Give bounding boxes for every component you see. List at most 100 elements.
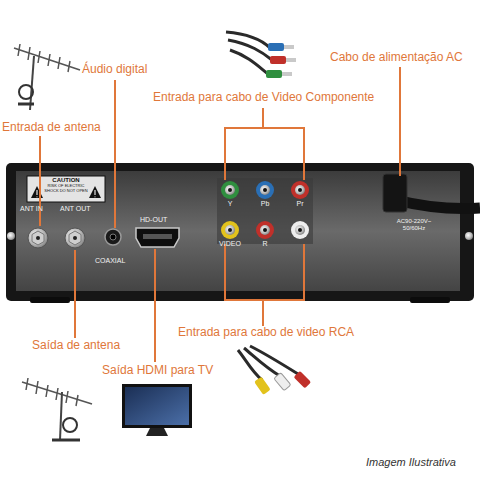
antenna-elements xyxy=(18,44,70,72)
rating-label: AC90-220V~ 50/60Hz xyxy=(388,218,440,232)
cable xyxy=(230,50,268,74)
callout-label: Saída de antena xyxy=(32,339,120,353)
rca-plug-tip xyxy=(282,72,292,76)
jack-hole xyxy=(298,228,302,232)
antenna-base xyxy=(52,439,80,442)
port-label: R xyxy=(250,240,280,248)
leader-line xyxy=(114,80,116,228)
bracket xyxy=(225,108,304,180)
screw xyxy=(465,232,473,240)
jack-hole xyxy=(298,188,302,192)
port-label: Y xyxy=(215,200,245,208)
jack-plate xyxy=(217,178,313,244)
callout-label: Entrada para cabo de video RCA xyxy=(178,326,354,340)
antenna-icon xyxy=(14,44,80,110)
cable xyxy=(228,40,272,60)
tv-screen xyxy=(125,387,189,425)
tv-stand xyxy=(146,428,168,436)
hdmi-port xyxy=(136,228,179,247)
jack-core xyxy=(260,185,270,195)
f-connector xyxy=(28,228,48,248)
f-connector-pin xyxy=(73,236,77,240)
rca-jack xyxy=(221,181,309,239)
jack-hole xyxy=(228,228,232,232)
component-cables xyxy=(226,32,272,74)
antenna-icon xyxy=(22,378,92,440)
antenna-mast xyxy=(60,392,62,440)
rca-plug-red xyxy=(294,371,312,389)
rca-cables xyxy=(238,346,298,380)
jack-ring-red xyxy=(256,221,274,239)
callout-label: Entrada para cabo de Video Componente xyxy=(153,91,374,105)
f-connector-pin xyxy=(36,236,40,240)
warning-text: CAUTION xyxy=(29,177,103,184)
jack-core xyxy=(225,185,235,195)
callout-label: Entrada de antena xyxy=(2,121,101,135)
rca-plug-yellow xyxy=(254,377,271,395)
foot xyxy=(30,297,70,303)
rca-plug-blue xyxy=(268,43,284,51)
box-body xyxy=(6,163,474,301)
tv-frame xyxy=(122,384,192,428)
antenna-loop xyxy=(19,85,33,99)
jack-ring-white xyxy=(291,221,309,239)
antenna-mast xyxy=(30,56,34,110)
port-label: VIDEO xyxy=(212,240,248,248)
jack-core xyxy=(295,185,305,195)
jack-ring-green xyxy=(221,181,239,199)
antenna-boom xyxy=(14,48,80,70)
rca-plug-white xyxy=(274,373,291,391)
antenna-elements xyxy=(26,378,78,406)
power-cable xyxy=(396,200,480,209)
leader-line xyxy=(399,67,401,176)
rca-plug-tip xyxy=(284,45,294,49)
power-cord-strain-relief xyxy=(383,174,407,212)
port-label: ANT OUT xyxy=(60,205,91,213)
jack-core xyxy=(260,225,270,235)
callout-label: Saída HDMI para TV xyxy=(102,364,213,378)
cable xyxy=(250,346,298,374)
hdmi-slot xyxy=(143,234,172,239)
coaxial-jack xyxy=(105,229,121,245)
f-connector-nut xyxy=(32,231,44,245)
warning-mark xyxy=(36,190,37,197)
warning-triangle xyxy=(89,186,101,198)
jack-hole xyxy=(263,228,267,232)
antenna-base xyxy=(18,103,34,106)
leader-line xyxy=(154,249,156,362)
leader-lines xyxy=(40,67,400,362)
screw xyxy=(7,232,15,240)
callout-label: Cabo de alimentação AC xyxy=(330,51,463,65)
watermark-note: Imagem Ilustrativa xyxy=(366,456,456,469)
antenna-loop xyxy=(63,418,77,432)
f-connector-nut xyxy=(69,231,81,245)
bracket xyxy=(225,244,304,326)
rca-plug-green xyxy=(266,70,282,78)
jack-core xyxy=(225,225,235,235)
leader-line xyxy=(74,250,76,338)
leader-line xyxy=(39,136,41,226)
rca-plug-red xyxy=(270,56,286,64)
port-label: Pb xyxy=(250,200,280,208)
callout-label: Áudio digital xyxy=(82,63,147,77)
rca-plug-tip xyxy=(286,58,296,62)
port-label: Pr xyxy=(285,200,315,208)
jack-ring-blue xyxy=(256,181,274,199)
port-label: HD-OUT xyxy=(140,216,167,224)
foot xyxy=(410,297,450,303)
jack-hole xyxy=(263,188,267,192)
f-connector xyxy=(65,228,85,248)
port-label: ANT IN xyxy=(20,205,43,213)
warning-text: RISK OF ELECTRIC SHOCK DO NOT OPEN xyxy=(44,184,88,193)
caution-sticker xyxy=(27,176,105,202)
coaxial-hole xyxy=(110,234,116,240)
jack-core xyxy=(295,225,305,235)
jack-hole xyxy=(228,188,232,192)
rear-panel xyxy=(16,171,460,291)
warning-triangle xyxy=(31,186,43,198)
port-label: COAXIAL xyxy=(95,257,125,265)
jack-ring-red xyxy=(291,181,309,199)
warning-mark xyxy=(94,190,95,197)
jack-ring-yellow xyxy=(221,221,239,239)
